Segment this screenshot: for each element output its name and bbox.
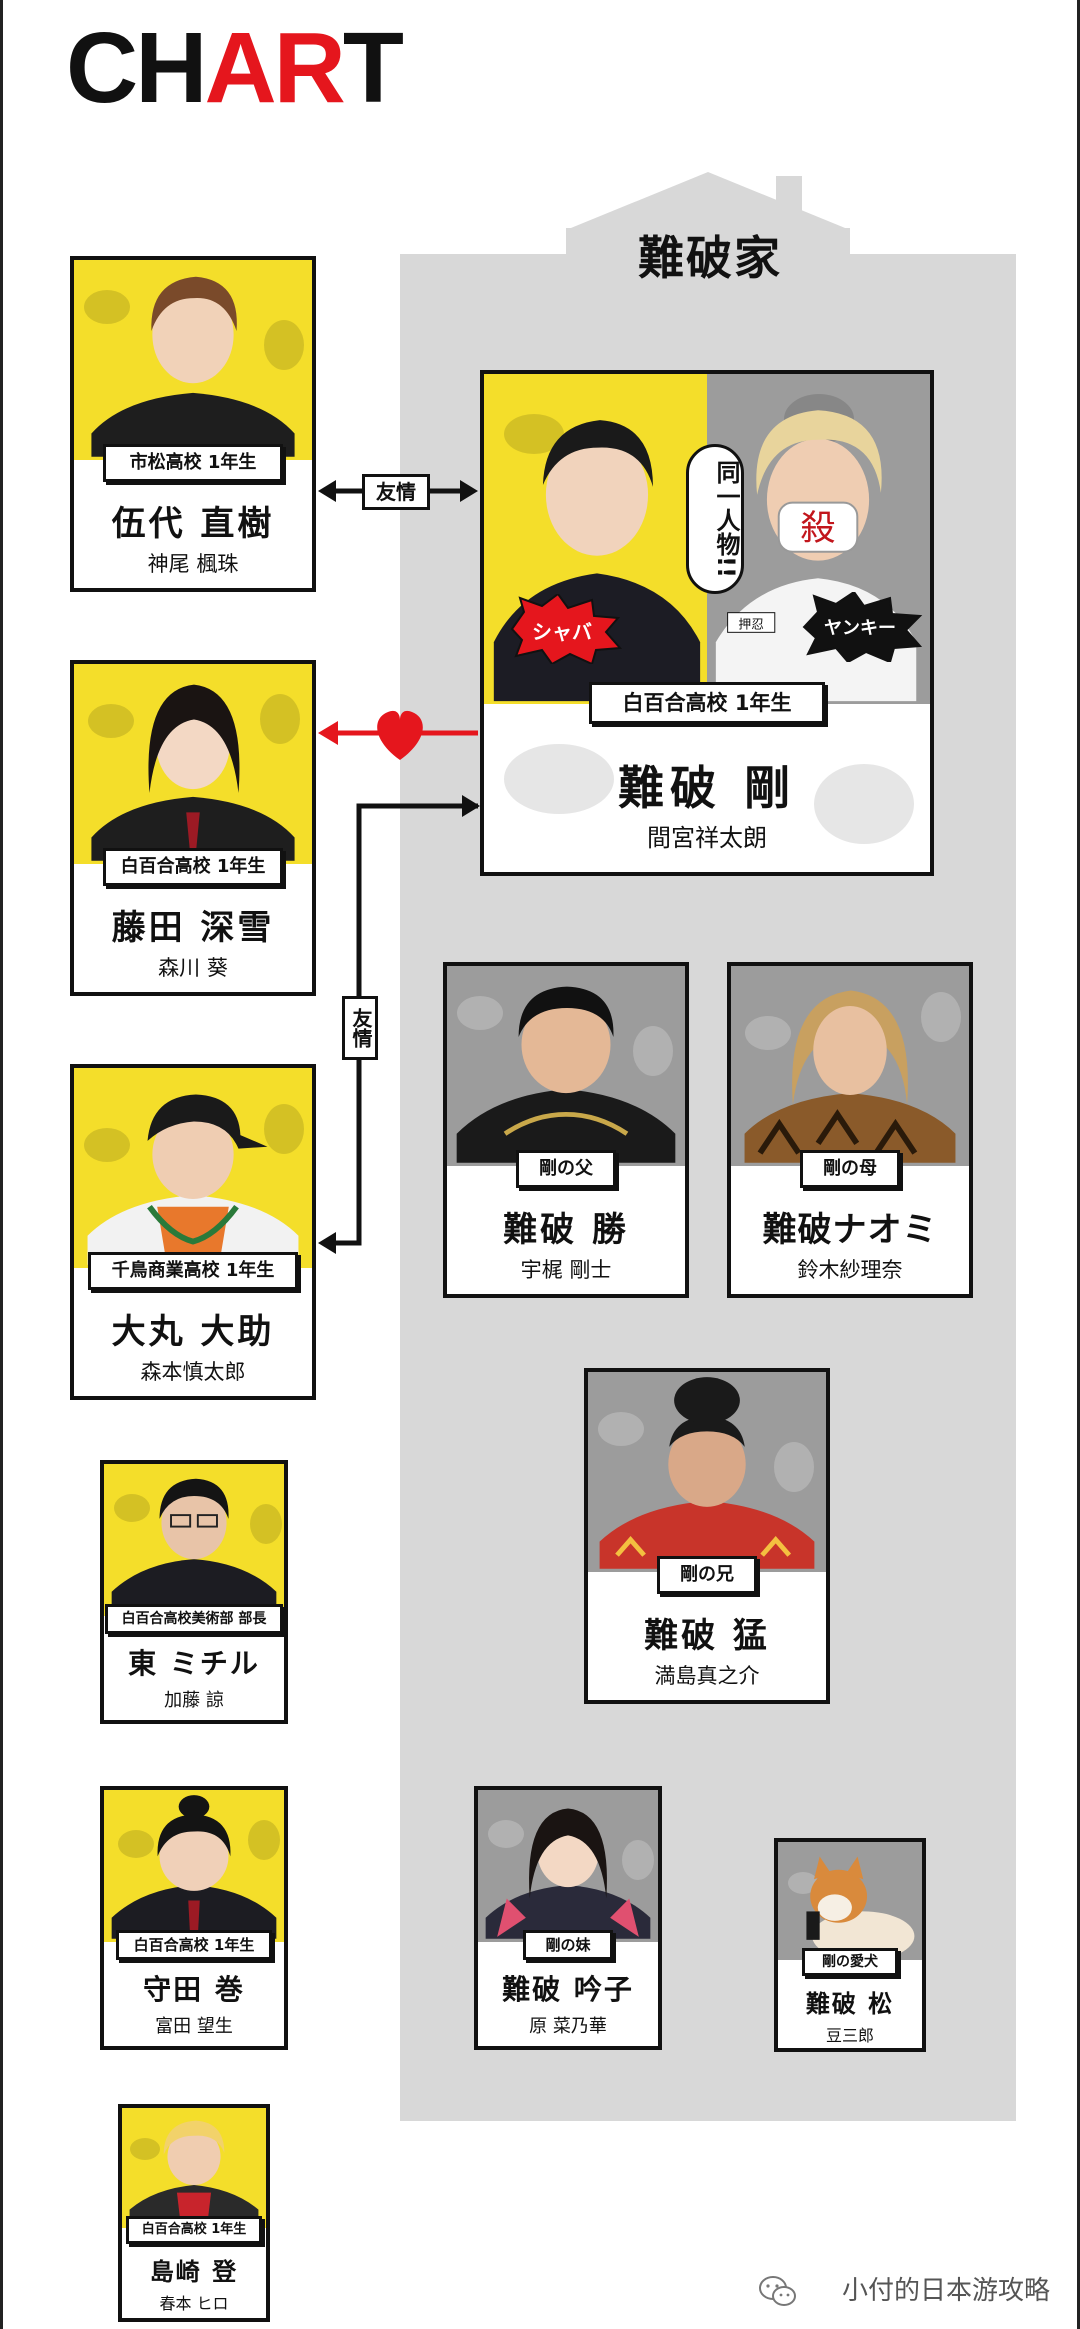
family-label: 難破家 — [638, 231, 782, 285]
person-silhouette-icon — [129, 2120, 259, 2225]
house-roof-icon — [566, 172, 850, 258]
dog-silhouette-icon — [806, 1856, 915, 1960]
character-photo — [74, 1068, 312, 1268]
person-silhouette-icon — [91, 684, 295, 861]
character-card-azuma[interactable]: 白百合高校美術部 部長 東 ミチル 加藤 諒 — [100, 1460, 288, 1724]
family-card-mother[interactable]: 剛の母 難破ナオミ 鈴木紗理奈 — [727, 962, 973, 1298]
character-photo — [447, 966, 685, 1166]
character-photo — [74, 664, 312, 864]
character-card-morita[interactable]: 白百合高校 1年生 守田 巻 富田 望生 — [100, 1786, 288, 2050]
character-role: 白百合高校美術部 部長 — [105, 1604, 283, 1634]
character-photo — [731, 966, 969, 1166]
character-card-shimazaki[interactable]: 白百合高校 1年生 島崎 登 春本 ヒロ — [118, 2104, 270, 2322]
character-name: 東 ミチル — [128, 1647, 260, 1680]
person-silhouette-icon — [111, 1478, 277, 1613]
person-silhouette-icon — [111, 1795, 277, 1939]
main-character-card[interactable]: 殺 押忍 シャバ ヤンキー 同一人物!! 白百合高校 1年生 難破 剛 間宮祥太… — [480, 370, 934, 876]
character-role: 剛の母 — [800, 1150, 900, 1188]
character-card-godai[interactable]: 市松高校 1年生 伍代 直樹 神尾 楓珠 — [70, 256, 316, 592]
character-role: 白百合高校 1年生 — [116, 1930, 272, 1960]
actor-name: 富田 望生 — [155, 2016, 233, 2037]
family-card-dog[interactable]: 剛の愛犬 難破 松 豆三郎 — [774, 1838, 926, 2052]
wechat-icon — [759, 2276, 796, 2306]
character-card-fujita[interactable]: 白百合高校 1年生 藤田 深雪 森川 葵 — [70, 660, 316, 996]
friendship-label: 友情 — [362, 474, 430, 510]
actor-name: 原 菜乃華 — [529, 2016, 607, 2037]
person-silhouette-icon — [599, 1377, 815, 1569]
main-character-photo: 殺 押忍 シャバ ヤンキー — [484, 374, 930, 704]
yankee-burst-icon — [802, 592, 923, 662]
shaba-burst-icon — [510, 594, 622, 664]
character-name: 守田 巻 — [143, 1973, 245, 2006]
character-name: 難破 猛 — [644, 1616, 770, 1656]
shaba-tag: シャバ — [532, 620, 592, 644]
character-role: 市松高校 1年生 — [103, 444, 283, 482]
person-silhouette-icon — [87, 1094, 299, 1265]
character-photo — [74, 260, 312, 460]
actor-name: 森川 葵 — [158, 956, 228, 980]
character-name: 難破 吟子 — [502, 1973, 634, 2006]
character-role: 白百合高校 1年生 — [126, 2216, 262, 2244]
main-character-role: 白百合高校 1年生 — [589, 682, 825, 724]
character-photo — [122, 2108, 266, 2228]
character-name: 難破ナオミ — [762, 1210, 938, 1250]
actor-name: 宇梶 剛士 — [520, 1258, 612, 1282]
same-person-label: 同一人物!! — [686, 444, 744, 594]
actor-name: 豆三郎 — [825, 2026, 874, 2045]
mask-character: 殺 — [800, 508, 835, 549]
actor-name: 鈴木紗理奈 — [797, 1258, 903, 1282]
character-name: 島崎 登 — [149, 2258, 239, 2286]
character-photo — [478, 1790, 658, 1942]
page-title: CHART — [66, 12, 404, 124]
character-name: 大丸 大助 — [111, 1312, 275, 1352]
family-card-brother[interactable]: 剛の兄 難破 猛 満島真之介 — [584, 1368, 830, 1704]
person-silhouette-icon — [91, 276, 295, 457]
character-role: 剛の妹 — [523, 1930, 613, 1960]
person-silhouette-icon — [456, 986, 676, 1163]
character-role: 剛の兄 — [657, 1556, 757, 1594]
actor-name: 満島真之介 — [654, 1664, 760, 1688]
main-character-info — [484, 704, 930, 872]
character-photo — [778, 1842, 922, 1960]
character-role: 千鳥商業高校 1年生 — [88, 1252, 298, 1290]
character-role: 白百合高校 1年生 — [103, 848, 283, 886]
main-character-actor: 間宮祥太朗 — [647, 824, 767, 852]
friendship-vertical-label: 友情 — [342, 996, 378, 1060]
character-role: 剛の父 — [516, 1150, 616, 1188]
actor-name: 加藤 諒 — [164, 1690, 224, 1711]
person-silhouette-icon — [744, 990, 956, 1163]
main-character-name: 難破 剛 — [617, 761, 796, 815]
actor-name: 春本 ヒロ — [159, 2294, 229, 2313]
actor-name: 神尾 楓珠 — [147, 552, 239, 576]
yankee-tag: ヤンキー — [824, 618, 896, 639]
uniform-patch-text: 押忍 — [738, 617, 764, 632]
character-role: 剛の愛犬 — [802, 1948, 898, 1976]
right-frame-line — [1077, 0, 1080, 2329]
person-silhouette-icon — [485, 1808, 651, 1939]
character-photo — [588, 1372, 826, 1572]
actor-name: 森本慎太郎 — [140, 1360, 246, 1384]
character-card-daimaru[interactable]: 千鳥商業高校 1年生 大丸 大助 森本慎太郎 — [70, 1064, 316, 1400]
character-name: 難破 勝 — [503, 1210, 629, 1250]
watermark-text: 小付的日本游攻略 — [841, 2276, 1050, 2306]
character-name: 藤田 深雪 — [111, 908, 275, 948]
character-photo — [104, 1790, 284, 1942]
character-photo — [104, 1464, 284, 1616]
character-name: 伍代 直樹 — [111, 504, 275, 544]
family-card-father[interactable]: 剛の父 難破 勝 宇梶 剛士 — [443, 962, 689, 1298]
character-name: 難破 松 — [805, 1990, 895, 2018]
family-card-sister[interactable]: 剛の妹 難破 吟子 原 菜乃華 — [474, 1786, 662, 2050]
left-frame-line — [0, 0, 3, 2329]
